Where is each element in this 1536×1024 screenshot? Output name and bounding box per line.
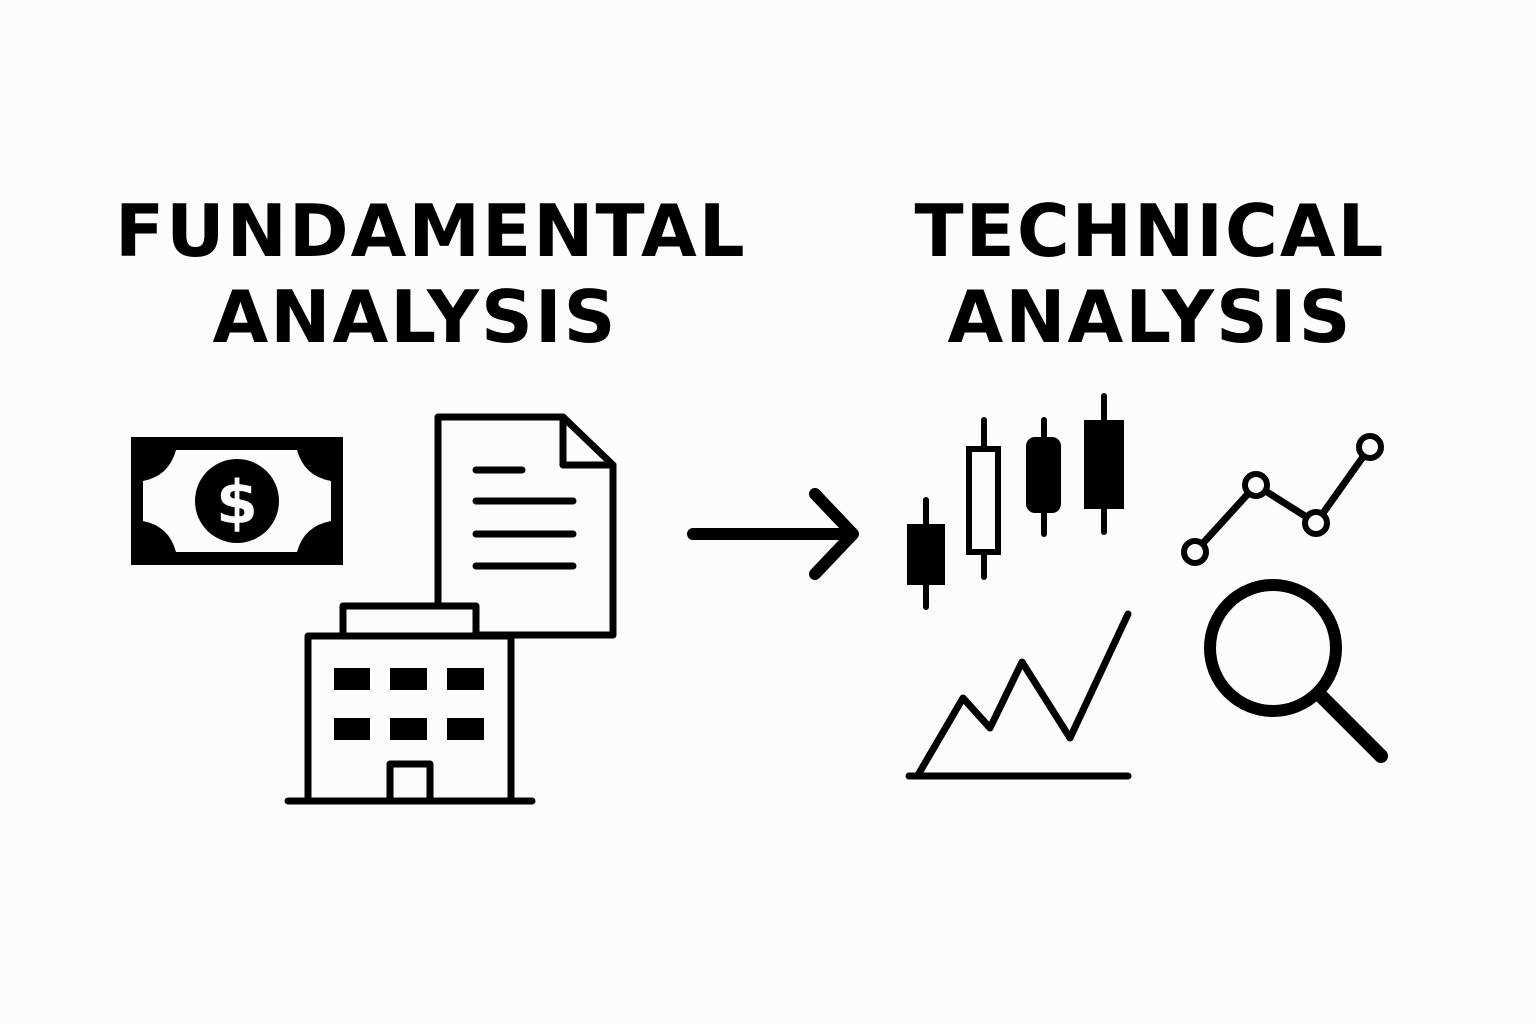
- fundamental-heading-line2: ANALYSIS: [212, 275, 618, 359]
- technical-heading-line2: ANALYSIS: [947, 275, 1353, 359]
- fundamental-analysis-heading: FUNDAMENTAL ANALYSIS: [115, 188, 747, 360]
- building-icon: [284, 602, 536, 805]
- technical-heading-line1: TECHNICAL: [914, 189, 1386, 273]
- magnifier-icon: [1204, 579, 1388, 763]
- document-icon: [434, 413, 617, 639]
- line-chart-icon: [1181, 433, 1384, 566]
- technical-analysis-heading: TECHNICAL ANALYSIS: [840, 188, 1460, 360]
- candlestick-icon: [907, 393, 1124, 610]
- area-chart-icon: [905, 610, 1132, 780]
- arrow-right-icon: [687, 488, 859, 580]
- fundamental-heading-line1: FUNDAMENTAL: [115, 189, 747, 273]
- dollar-sign-icon: $: [216, 468, 258, 538]
- dollar-bill-icon: $: [131, 437, 343, 565]
